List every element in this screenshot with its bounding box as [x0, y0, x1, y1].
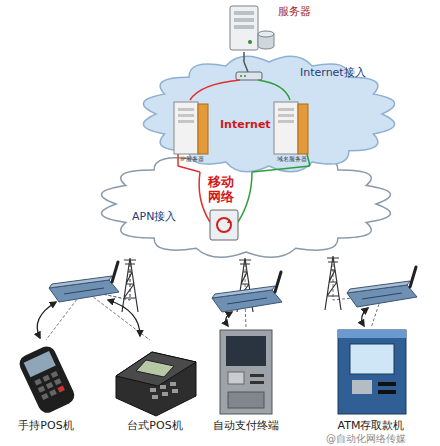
desktop-pos-icon — [160, 385, 166, 389]
link-arrow — [108, 300, 140, 336]
payment-terminal-icon — [250, 374, 264, 377]
link-arrow — [37, 300, 368, 338]
payment-terminal-icon — [228, 372, 244, 384]
server-node: 服务器 — [222, 2, 318, 52]
main-server-icon — [234, 18, 254, 22]
node-label: IP服务器 — [168, 155, 216, 162]
handheld-pos-icon — [38, 386, 46, 393]
handheld-pos-icon — [42, 375, 50, 382]
desktop-pos-icon — [162, 392, 168, 396]
atm-machine: ATM存取款机 — [330, 328, 412, 434]
desktop-pos-icon — [150, 388, 156, 392]
atm-icon — [338, 330, 406, 414]
main-server-icon — [258, 31, 274, 37]
payment-terminal: 自动支付终端 — [212, 328, 280, 434]
handheld-pos-icon — [34, 378, 42, 385]
main-server-icon — [248, 40, 252, 44]
handheld-pos-icon — [41, 393, 49, 400]
node-label: ATM存取款机 — [326, 419, 416, 432]
payment-terminal-icon — [220, 330, 272, 414]
access-label: APN接入 — [132, 210, 196, 223]
cloud-shape — [102, 151, 391, 258]
node-label: 台式POS机 — [112, 419, 198, 432]
cell-tower — [237, 258, 253, 312]
atm-icon — [378, 382, 396, 386]
network-link — [333, 264, 382, 328]
handheld-pos-icon — [17, 343, 78, 415]
link-arrow — [37, 302, 56, 338]
network-link — [46, 264, 130, 340]
dtu-modem — [212, 272, 282, 312]
handheld-pos-icon — [54, 378, 62, 385]
payment-terminal-icon — [228, 392, 264, 408]
main-server-icon — [234, 11, 254, 15]
access-label: Internet接入 — [300, 66, 384, 79]
payment-terminal-icon — [220, 330, 272, 414]
link-arrow — [362, 308, 368, 326]
main-server-icon — [258, 34, 274, 49]
handheld-pos-icon — [17, 343, 78, 415]
handheld-pos-icon — [49, 389, 57, 396]
dtu-modem — [347, 267, 417, 307]
dtu-modem — [49, 262, 119, 302]
atm-icon — [378, 390, 396, 394]
cell-tower — [325, 256, 341, 310]
desktop-pos-icon — [116, 352, 196, 386]
handheld-pos-icon — [17, 343, 78, 415]
main-server-icon — [230, 6, 258, 50]
dtu-modem — [49, 262, 417, 312]
handheld-pos: 手持POS机 — [4, 340, 88, 434]
desktop-pos: 台式POS机 — [112, 340, 198, 434]
cloud-shape — [143, 56, 394, 172]
network-link — [84, 264, 150, 340]
link-arrow — [226, 312, 232, 326]
desktop-pos-icon — [170, 382, 176, 386]
cell-tower — [122, 256, 341, 312]
atm-icon — [338, 330, 406, 338]
handheld-pos-icon — [51, 371, 59, 378]
node-label: 手持POS机 — [4, 419, 88, 432]
payment-terminal-icon — [226, 336, 266, 366]
handheld-pos-icon — [57, 385, 65, 392]
watermark: @自动化网络传媒 — [326, 433, 438, 445]
desktop-pos-icon — [152, 395, 158, 399]
cell-tower — [122, 258, 138, 312]
node-label: 域名服务器 — [268, 155, 316, 162]
payment-terminal-icon — [250, 381, 264, 384]
atm-icon — [350, 344, 394, 374]
handheld-pos-icon — [24, 351, 56, 377]
main-server-icon — [234, 25, 254, 29]
node-label: 移动 网络 — [208, 174, 238, 204]
node-label: 服务器 — [278, 5, 318, 18]
node-label: 自动支付终端 — [204, 419, 288, 432]
network-link — [245, 264, 246, 328]
node-label: Internet — [220, 118, 276, 131]
main-server-icon — [230, 6, 274, 50]
atm-icon — [352, 380, 372, 394]
desktop-pos-icon — [116, 352, 196, 416]
handheld-pos-icon — [46, 382, 54, 389]
desktop-pos-icon — [136, 360, 174, 377]
desktop-pos-icon — [172, 389, 178, 393]
desktop-pos-icon — [116, 352, 196, 416]
atm-icon — [338, 330, 406, 414]
